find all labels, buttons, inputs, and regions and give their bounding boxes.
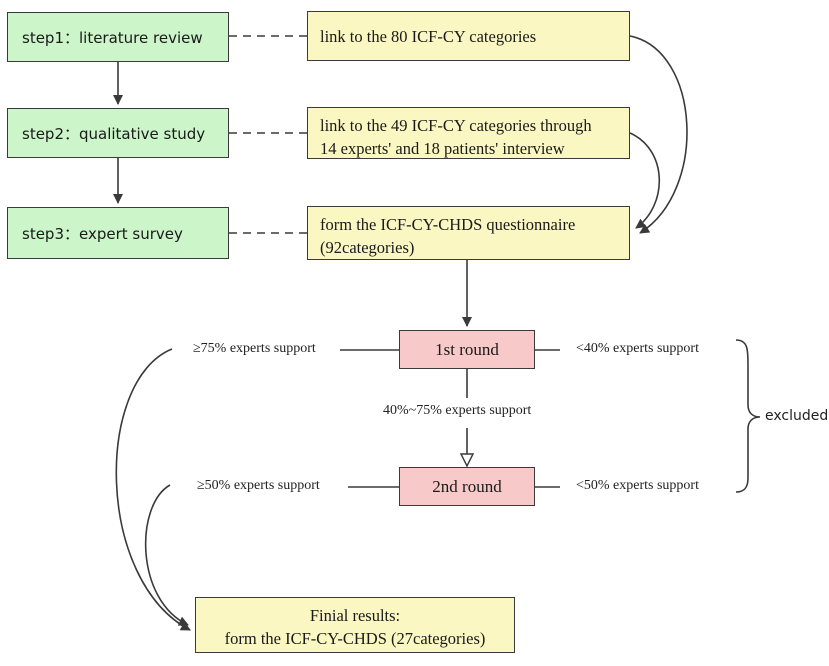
step1-label: step1：literature review: [22, 28, 203, 47]
link2-box: link to the 49 ICF-CY categories through…: [307, 107, 630, 159]
step2-label: step2：qualitative study: [22, 124, 206, 143]
step3-box: step3：expert survey: [7, 207, 229, 259]
final-results-line2: form the ICF-CY-CHDS (27categories): [224, 629, 486, 648]
curve-link1-to-questionnaire: [629, 35, 688, 234]
link2-text-line1: link to the 49 ICF-CY categories through: [320, 116, 592, 135]
questionnaire-text-line1: form the ICF-CY-CHDS questionnaire: [320, 215, 576, 234]
round2-label: 2nd round: [432, 476, 502, 496]
round2-exclude-label: <50% experts support: [576, 478, 699, 493]
round1-include-label: ≥75% experts support: [193, 341, 316, 356]
curve-round1-to-final: [115, 348, 191, 631]
link1-box: link to the 80 ICF-CY categories: [307, 11, 630, 61]
excluded-label: excluded: [765, 408, 829, 424]
questionnaire-box: form the ICF-CY-CHDS questionnaire (92ca…: [307, 206, 630, 260]
round1-exclude-label: <40% experts support: [576, 341, 699, 356]
curve-link2-to-questionnaire: [629, 132, 661, 229]
final-results-line1: Finial results:: [309, 606, 401, 625]
round2-box: 2nd round: [399, 467, 535, 506]
link2-text-line2: 14 experts' and 18 patients' interview: [320, 139, 565, 158]
questionnaire-text-line2: (92categories): [320, 238, 415, 257]
link1-text: link to the 80 ICF-CY categories: [320, 26, 537, 46]
round1-box: 1st round: [399, 330, 535, 369]
round1-to-round2-label: 40%~75% experts support: [383, 403, 532, 418]
curve-round2-to-final: [144, 484, 189, 626]
excluded-brace: [735, 339, 761, 493]
round1-label: 1st round: [435, 339, 499, 359]
step2-box: step2：qualitative study: [7, 108, 229, 158]
step3-label: step3：expert survey: [22, 224, 183, 243]
round2-include-label: ≥50% experts support: [197, 478, 320, 493]
step1-box: step1：literature review: [7, 12, 229, 62]
final-results-box: Finial results: form the ICF-CY-CHDS (27…: [195, 597, 515, 653]
